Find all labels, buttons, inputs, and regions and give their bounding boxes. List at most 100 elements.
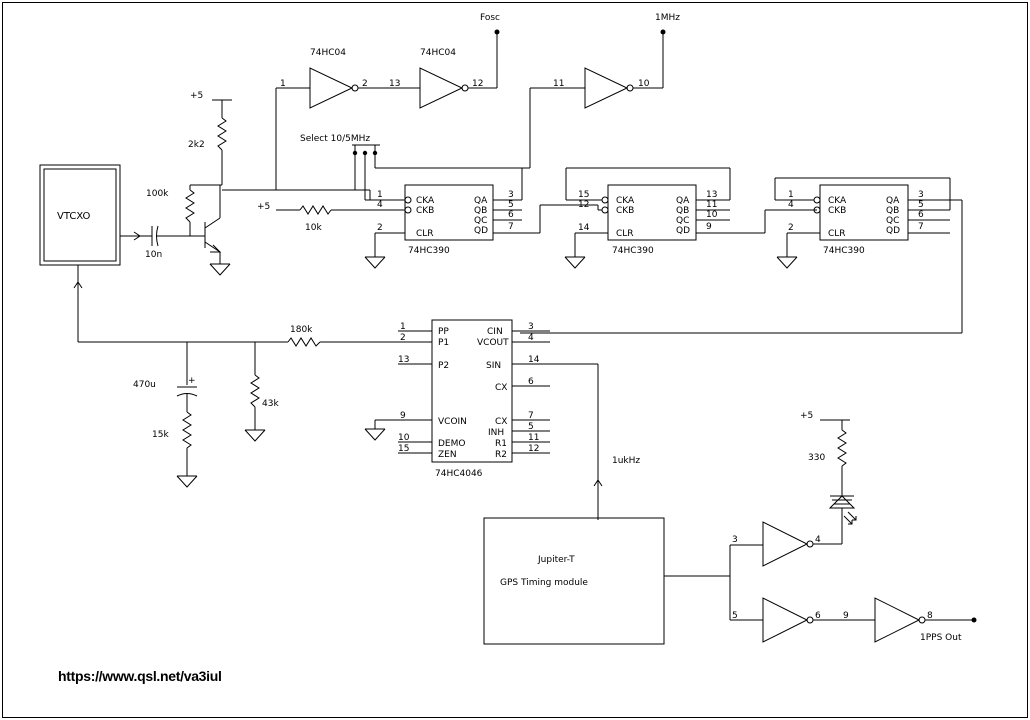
pin-qd: QD [474,226,488,236]
pin-label: 5 [918,200,924,210]
pin-pp: PP [438,327,449,337]
pin-label: 11 [706,200,717,210]
pin-cx-1: CX [495,383,507,393]
gps-subtitle: GPS Timing module [500,578,588,588]
pin-label: 15 [398,444,409,454]
pin-label: 12 [472,79,483,89]
vtcxo-label: VTCXO [57,211,91,222]
pin-label: 2 [788,223,794,233]
footer-url[interactable]: https://www.qsl.net/va3iul [58,668,222,684]
pin-label: 13 [398,355,409,365]
pin-label: 3 [732,535,738,545]
resistor-330 [837,429,847,467]
resistor-43k [250,374,260,408]
pin-label: 4 [788,200,794,210]
pin-label: 11 [553,79,564,89]
resistor-100k [185,189,195,223]
plus5-label-1: +5 [190,91,203,101]
pin-p2: P2 [438,361,449,371]
pin-label: 8 [927,611,933,621]
select-label: Select 10/5MHz [300,134,370,144]
pin-label: 9 [843,611,849,621]
r-15k-label: 15k [152,430,169,440]
pin-label: 4 [377,200,383,210]
pin-clr: CLR [616,229,634,239]
pin-label: 13 [389,79,400,89]
pll-chip: PP P1 P2 VCOIN DEMO ZEN CIN VCOUT SIN CX… [431,319,513,479]
r-330-label: 330 [808,453,825,463]
pin-sin: SIN [486,361,501,371]
pin-label: 14 [528,355,540,365]
pin-qa: QA [676,196,690,206]
pin-ckb: CKB [828,206,846,216]
plus5-label-3: +5 [800,411,813,421]
pin-label: 1 [400,322,406,332]
pin-cka: CKA [828,196,847,206]
pin-inh: INH [488,428,504,438]
inverter-1: 74HC04 1 2 [280,48,368,109]
pin-label: 11 [528,433,539,443]
pin-label: 6 [508,210,514,220]
pin-r2: R2 [495,450,507,460]
pin-label: 5 [508,200,514,210]
pin-qc: QC [474,216,487,226]
pin-ckb: CKB [416,206,434,216]
pps-out-label: 1PPS Out [920,633,962,643]
pin-vcoin: VCOIN [438,417,467,427]
pin-label: 5 [732,611,738,621]
counter-2: CKA CKB CLR QA QB QC QD 74HC390 15 12 14… [578,184,718,256]
pin-vcout: VCOUT [477,338,509,348]
cap-plus: + [188,376,196,386]
pin-qb: QB [676,206,689,216]
fosc-label: Fosc [480,13,500,23]
pin-qd: QD [886,226,900,236]
mhz1-label: 1MHz [655,13,680,23]
pin-qb: QB [474,206,487,216]
vtcxo-module: VTCXO [39,164,121,266]
pin-label: 6 [918,210,924,220]
counter1-label: 74HC390 [408,246,450,256]
inverter-pps-1: 6 [762,597,821,643]
pin-label: 4 [528,333,534,343]
pin-label: 2 [400,333,406,343]
r-10k-label: 10k [305,223,322,233]
pin-qc: QC [886,216,899,226]
pin-label: 1 [280,79,286,89]
gps-module: Jupiter-T GPS Timing module [483,517,665,645]
pin-label: 3 [508,190,514,200]
pin-label: 5 [528,422,534,432]
pin-qd: QD [676,226,690,236]
pin-label: 1 [788,190,794,200]
pin-cka: CKA [616,196,635,206]
pin-label: 13 [706,190,717,200]
resistor-180k [287,337,321,347]
pin-label: 4 [815,535,821,545]
pin-qc: QC [676,216,689,226]
resistor-15k [182,411,192,449]
capacitor-10n: 10n [145,225,162,260]
pin-qa: QA [886,196,900,206]
pin-label: 14 [578,223,590,233]
counter3-label: 74HC390 [823,246,865,256]
inv2-label: 74HC04 [420,48,456,58]
r-100k-label: 100k [146,189,169,199]
pin-zen: ZEN [438,450,457,460]
pin-label: 3 [528,322,534,332]
pin-cka: CKA [416,196,435,206]
resistor-10k [299,205,332,215]
plus5-label-2: +5 [257,202,270,212]
khz-label: 1ukHz [612,456,640,466]
pin-label: 2 [377,223,383,233]
pin-label: 6 [528,377,534,387]
transistor [204,185,231,276]
counter-1: CKA CKB CLR QA QB QC QD 74HC390 1 4 2 3 … [377,184,514,256]
counter-3: CKA CKB CLR QA QB QC QD 74HC390 1 4 2 3 … [788,184,924,256]
pin-label: 7 [508,222,514,232]
r-2k2-label: 2k2 [188,140,205,150]
led-icon [828,495,857,525]
pin-demo: DEMO [438,439,465,449]
pin-clr: CLR [828,229,846,239]
pll-label: 74HC4046 [435,469,483,479]
